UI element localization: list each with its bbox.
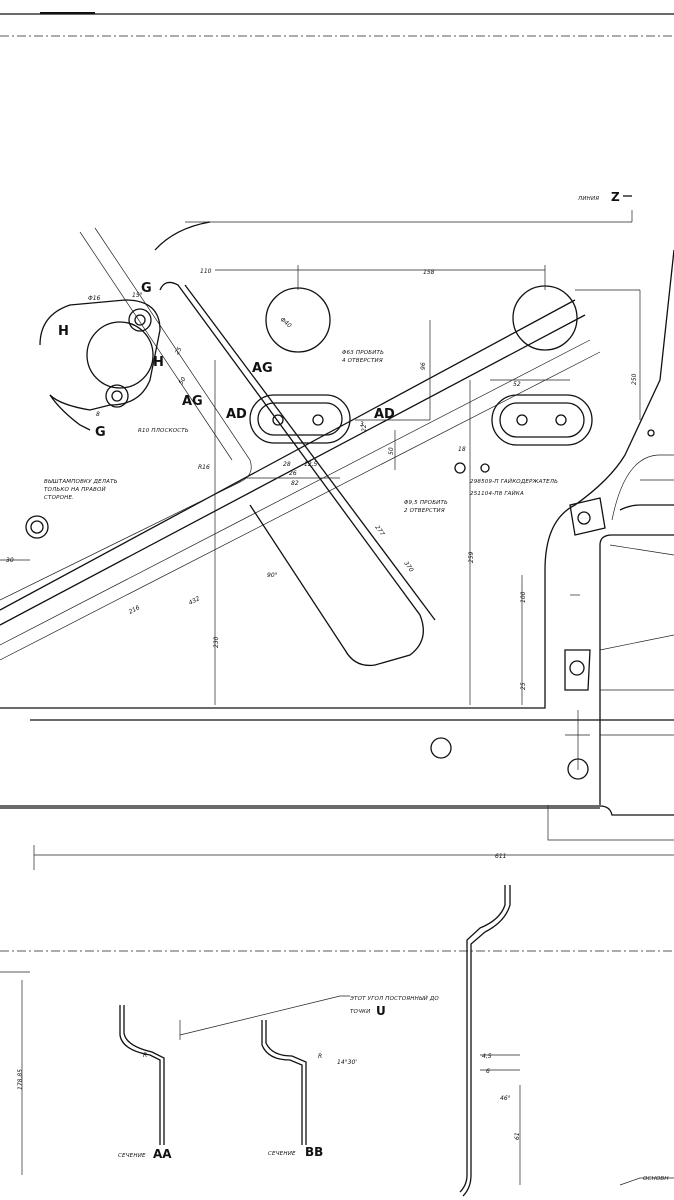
- dim-8: 8: [96, 411, 100, 418]
- main-plate-outline: [0, 249, 674, 841]
- section-bb-word: СЕЧЕНИЕ: [268, 1151, 296, 1157]
- dim-61: 61: [514, 1132, 521, 1140]
- dim-230: 230: [213, 636, 220, 648]
- note-stamping-line3: СТОРОНЕ.: [44, 495, 74, 501]
- note-nut-holder: 298509-П ГАЙКОДЕРЖАТЕЛЬ: [470, 478, 558, 485]
- dim-178: 178,85: [17, 1069, 24, 1090]
- line-z-label: ЛИНИЯ: [577, 196, 599, 202]
- note-punch-2-line1: Φ9,5 ПРОБИТЬ: [404, 500, 448, 506]
- dim-259: 259: [468, 551, 475, 563]
- note-const-angle-point: U: [376, 1004, 386, 1018]
- dimension-lines: [0, 265, 674, 870]
- dim-3: 3: [360, 421, 364, 428]
- section-bb-letters: BB: [305, 1145, 323, 1159]
- line-z-letter: Z: [611, 190, 620, 204]
- dim-370: 370: [402, 560, 414, 574]
- bracket-g: [39, 299, 161, 431]
- section-aa-profile: [119, 1005, 181, 1145]
- dim-26: 26: [289, 470, 297, 477]
- dim-6: 6: [486, 1068, 490, 1075]
- leader-angle-note: [179, 995, 350, 1036]
- section-markers: G G H H AG AG AD AD: [58, 281, 395, 440]
- marker-g-bottom: G: [95, 425, 106, 440]
- note-punch-4-line2: 4 ОТВЕРСТИЯ: [342, 358, 383, 364]
- dim-d40: Φ40: [279, 316, 293, 329]
- marker-ag-top: AG: [252, 361, 273, 376]
- dim-30: 30: [6, 557, 14, 564]
- dim-46-deg: 46°: [500, 1095, 511, 1102]
- large-circles: [25, 285, 655, 780]
- top-border: [0, 12, 674, 37]
- dimension-values: 110 158 250 96 52 18 50 28 12,5 26 82 3 …: [6, 268, 638, 1140]
- section-titles: СЕЧЕНИЕ AA СЕЧЕНИЕ BB: [118, 1145, 323, 1161]
- note-flatness: R10 ПЛОСКОСТЬ: [138, 428, 189, 434]
- notes: Φ63 ПРОБИТЬ 4 ОТВЕРСТИЯ Φ9,5 ПРОБИТЬ 2 О…: [44, 350, 669, 1182]
- dim-52: 52: [513, 381, 521, 388]
- dim-d16: Φ16: [88, 295, 101, 302]
- leader-base: [619, 1177, 674, 1186]
- note-punch-2-line2: 2 ОТВЕРСТИЯ: [404, 508, 445, 514]
- dim-r-b: R: [318, 1053, 322, 1060]
- dim-50: 50: [388, 447, 395, 455]
- dim-50-b: 50: [178, 376, 188, 386]
- line-z-marker: ЛИНИЯ Z: [185, 190, 633, 223]
- note-const-angle-line1: ЭТОТ УГОЛ ПОСТОЯННЫЙ ДО: [349, 995, 439, 1002]
- dim-15-deg: 15°: [132, 292, 143, 299]
- marker-ad-left: AD: [226, 407, 247, 422]
- dim-158: 158: [423, 269, 435, 276]
- section-aa-letters: AA: [153, 1147, 172, 1161]
- dim-82: 82: [291, 480, 299, 487]
- dim-4-5: 4,5: [482, 1053, 492, 1060]
- marker-ag-left: AG: [182, 394, 203, 409]
- dim-r16: R16: [198, 464, 210, 471]
- dim-216: 216: [128, 604, 142, 616]
- note-const-angle-line2: ТОЧКИ: [350, 1009, 370, 1015]
- dim-250: 250: [631, 373, 638, 385]
- section-aa-word: СЕЧЕНИЕ: [118, 1153, 146, 1159]
- note-punch-4-line1: Φ63 ПРОБИТЬ: [342, 350, 384, 356]
- note-stamping-line2: ТОЛЬКО НА ПРАВОЙ: [44, 486, 106, 493]
- dim-22: 22: [361, 424, 368, 432]
- note-base: ОСНОВН: [643, 1176, 669, 1182]
- marker-ad-right: AD: [374, 407, 395, 422]
- dim-25-a: 25: [174, 346, 184, 356]
- dim-96: 96: [420, 362, 427, 370]
- dim-110: 110: [200, 268, 212, 275]
- slot-holes: [249, 394, 593, 446]
- note-stamping-line1: ВЫШТАМПОВКУ ДЕЛАТЬ: [44, 479, 118, 485]
- dim-100: 100: [520, 591, 527, 603]
- dim-12-5: 12,5: [304, 461, 318, 468]
- dim-90-deg: 90°: [267, 572, 278, 579]
- section-bb-profile: [261, 1020, 307, 1145]
- dim-28: 28: [283, 461, 291, 468]
- marker-g-top: G: [141, 281, 152, 296]
- section-right-profile: [459, 885, 521, 1197]
- marker-h-right: H: [153, 355, 164, 370]
- dim-25: 25: [520, 682, 527, 690]
- dim-14-30: 14°30': [337, 1059, 357, 1066]
- diagonal-ribs: [0, 221, 601, 667]
- dim-18: 18: [458, 446, 466, 453]
- dim-277: 277: [373, 524, 385, 538]
- note-nut: 251104-П8 ГАЙКА: [470, 490, 524, 497]
- dim-611: 611: [495, 853, 506, 860]
- dim-432: 432: [188, 595, 202, 607]
- marker-h-left: H: [58, 324, 69, 339]
- dim-r-a: R: [143, 1052, 147, 1059]
